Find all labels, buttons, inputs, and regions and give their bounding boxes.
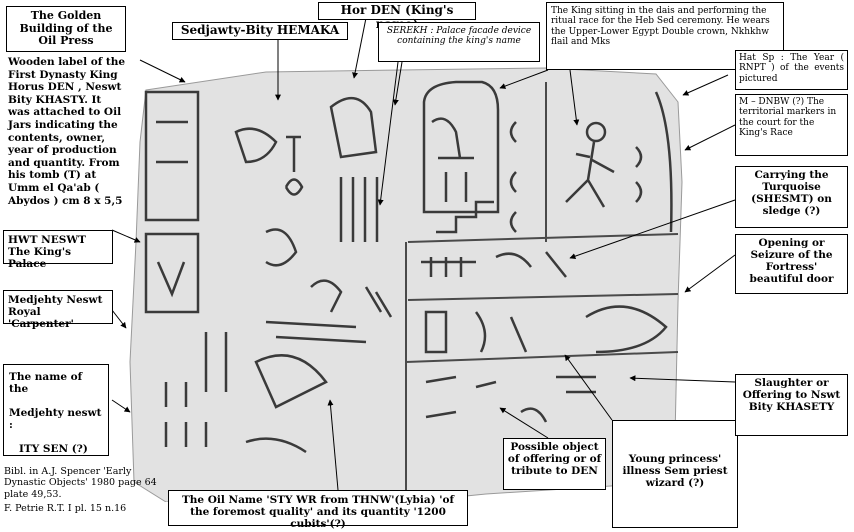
label-opening: Opening or Seizure of the Fortress' beau… — [735, 234, 848, 294]
arrow-medjehty — [111, 309, 127, 329]
label-turquoise: Carrying the Turquoise (SHESMT) on sledg… — [735, 166, 848, 228]
label-possible-object: Possible object of offering or of tribut… — [503, 438, 606, 490]
arrow-m-dnbw — [684, 124, 736, 151]
label-name-medjehty: The name of the Medjehty neswt : ITY SEN… — [3, 364, 109, 456]
register-glyphs — [421, 251, 668, 423]
label-medjehty: Medjehty Neswt Royal 'Carpenter' — [3, 290, 113, 330]
hemaka-glyphs — [234, 97, 379, 267]
label-intro-text: Wooden label of the First Dynasty King H… — [8, 56, 126, 207]
label-serekh: SEREKH : Palace facade device containing… — [378, 22, 540, 62]
arrow-hat-sp — [682, 74, 729, 96]
label-bibliography: Bibl. in A.J. Spencer 'Early Dynastic Ob… — [4, 466, 169, 515]
bibl-line-1: Bibl. in A.J. Spencer 'Early Dynastic Ob… — [4, 466, 157, 500]
name-medjehty-line-1: The name of the — [9, 371, 83, 396]
label-hor-den: Hor DEN (King's name) — [318, 2, 476, 31]
arrow-opening — [684, 254, 736, 293]
oil-name-glyphs — [164, 279, 393, 454]
label-slaughter: Slaughter or Offering to Nswt Bity KHASE… — [735, 374, 848, 436]
running-king-glyph — [565, 121, 615, 208]
label-king-sitting: The King sitting in the dais and perform… — [546, 2, 784, 70]
label-golden-building: The Golden Building of the Oil Press — [6, 6, 126, 52]
register-lines — [405, 82, 679, 494]
label-hat-sp: Hat Sp : The Year ( RNPT ) of the events… — [735, 50, 848, 90]
label-hwt-neswt: HWT NESWT The King's Palace — [3, 230, 113, 270]
bibl-line-2: F. Petrie R.T. I pl. 15 n.16 — [4, 503, 127, 515]
dais-steps — [436, 200, 494, 234]
label-princess: Young princess' illness Sem priest wizar… — [612, 420, 738, 528]
label-m-dnbw: M – DNBW (?) The territorial markers in … — [735, 94, 848, 156]
label-sedjawty: Sedjawty-Bity HEMAKA — [172, 22, 348, 40]
name-medjehty-line-3: ITY SEN (?) — [19, 443, 88, 456]
label-oil-name: The Oil Name 'STY WR from THNW'(Lybia) '… — [168, 490, 468, 530]
palace-glyph — [144, 90, 200, 314]
serekh-glyph — [422, 80, 500, 214]
name-medjehty-line-2: Medjehty neswt : — [9, 407, 102, 432]
wooden-label-drawing — [129, 67, 683, 502]
